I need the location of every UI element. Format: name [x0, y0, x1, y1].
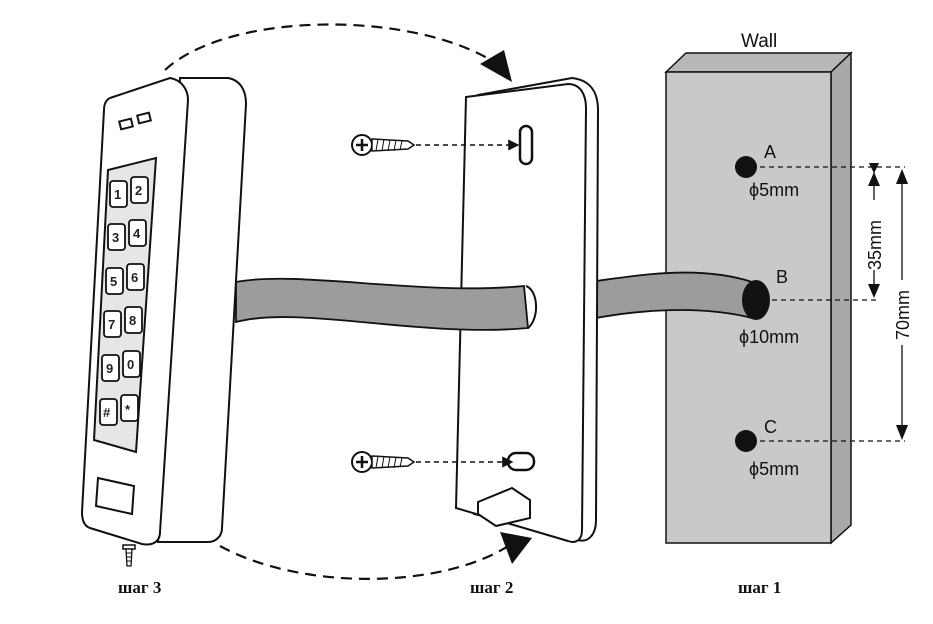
svg-text:0: 0 [127, 357, 134, 372]
key-3[interactable]: 3 [107, 223, 126, 251]
arc-arrow-top [164, 23, 501, 71]
wall-side-face [830, 51, 852, 545]
key-hash[interactable]: # [99, 398, 118, 426]
svg-text:7: 7 [108, 317, 115, 332]
arc-arrow-bottom [219, 544, 511, 580]
svg-text:9: 9 [106, 361, 113, 376]
arrow-head-bottom [500, 532, 532, 564]
key-star[interactable]: * [120, 394, 139, 422]
hole-b-diameter: ϕ10mm [739, 327, 799, 347]
dimension-lines [760, 162, 908, 442]
svg-text:1: 1 [114, 187, 121, 202]
hole-c [735, 430, 757, 452]
hole-b-label: B [776, 267, 788, 287]
svg-text:5: 5 [110, 274, 117, 289]
key-4[interactable]: 4 [128, 219, 147, 247]
key-8[interactable]: 8 [124, 306, 143, 334]
keypad-keys: 1 2 3 4 5 6 7 8 9 0 # * [99, 176, 149, 426]
key-2[interactable]: 2 [130, 176, 149, 204]
wall-top-face [664, 52, 853, 73]
key-1[interactable]: 1 [109, 180, 128, 208]
led-indicator-2 [135, 111, 153, 125]
key-6[interactable]: 6 [126, 263, 145, 291]
wall-label: Wall [741, 31, 777, 52]
hole-b [742, 280, 770, 320]
svg-text:3: 3 [112, 230, 119, 245]
back-plate-cable-hole [525, 285, 537, 329]
step-3-label: шаг 3 [118, 578, 161, 597]
arrow-head-top [480, 50, 512, 82]
svg-text:#: # [103, 405, 111, 420]
svg-text:8: 8 [129, 313, 136, 328]
cable-left [235, 277, 529, 331]
hole-a [735, 156, 757, 178]
bottom-screw-small [122, 544, 136, 567]
keypad-bottom-window [94, 476, 136, 516]
hole-c-diameter: ϕ5mm [749, 459, 799, 479]
svg-text:*: * [125, 402, 131, 417]
hole-c-label: C [764, 417, 777, 437]
key-0[interactable]: 0 [122, 350, 141, 378]
top-screw-slot [518, 124, 534, 166]
wall-holes: A ϕ5mm B ϕ10mm C ϕ5mm [735, 142, 799, 479]
key-7[interactable]: 7 [103, 310, 122, 338]
key-5[interactable]: 5 [105, 267, 124, 295]
dimension-70mm: 70mm [893, 290, 913, 340]
top-screw [351, 134, 520, 156]
keypad-device: 1 2 3 4 5 6 7 8 9 0 # * [80, 76, 248, 567]
back-plate-hook [477, 486, 531, 528]
step-1-label: шаг 1 [738, 578, 781, 597]
hole-a-diameter: ϕ5mm [749, 180, 799, 200]
bottom-screw [351, 451, 514, 473]
bottom-screw-slot [506, 451, 536, 472]
svg-text:4: 4 [133, 226, 141, 241]
svg-text:6: 6 [131, 270, 138, 285]
step-2-label: шаг 2 [470, 578, 513, 597]
svg-text:2: 2 [135, 183, 142, 198]
hole-a-label: A [764, 142, 776, 162]
dimension-35mm: 35mm [865, 220, 885, 270]
led-indicator-1 [117, 117, 135, 131]
key-9[interactable]: 9 [101, 354, 120, 382]
